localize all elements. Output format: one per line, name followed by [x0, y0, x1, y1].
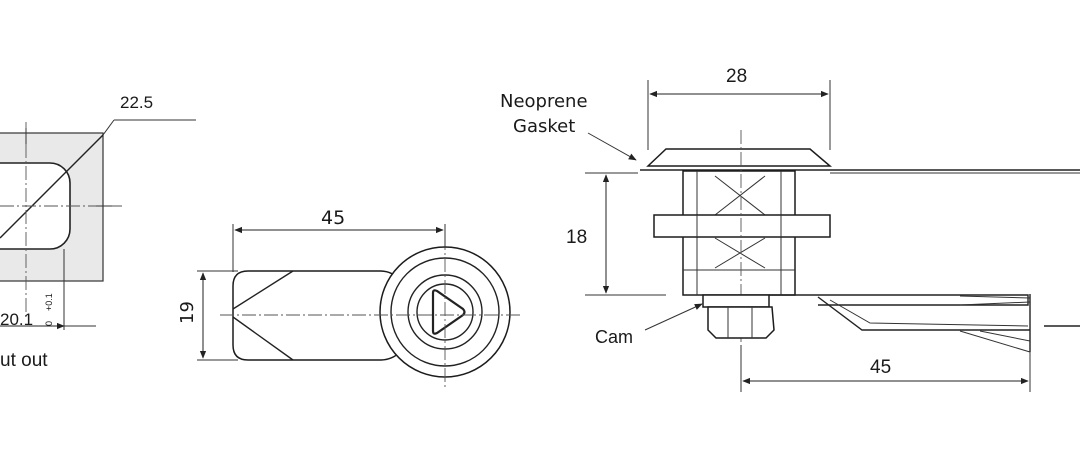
cam-arm-bend	[829, 299, 1029, 327]
cam-arm	[769, 294, 1029, 306]
cam-label: Cam	[595, 327, 633, 347]
cam-arm-lower	[817, 296, 1030, 331]
cutout-dim-diagonal: 22.5	[120, 93, 153, 112]
side-dim-body-height: 18	[566, 227, 587, 248]
cutout-dim-width: 20.1	[0, 310, 33, 329]
cam-dim-length: 45	[321, 207, 345, 229]
side-dim-cam-length: 45	[870, 357, 891, 378]
cam-leader	[644, 303, 703, 331]
gasket-label-line2: Gasket	[513, 116, 575, 137]
cutout-tolerance-bottom: 0	[44, 321, 54, 326]
cam-tip-2	[959, 301, 1031, 306]
cutout-view: 22.5 20.1 +0.1 0 ut out	[0, 93, 196, 371]
gasket-label-line1: Neoprene	[500, 91, 588, 112]
side-dim-top: 28	[726, 66, 747, 87]
lock-nut	[653, 214, 831, 238]
lock-bezel	[646, 148, 833, 167]
cam-bevel-lower	[232, 316, 294, 361]
cam-tip-3	[959, 330, 1031, 353]
cutout-diagonal	[0, 134, 104, 239]
cutout-caption: ut out	[0, 350, 48, 371]
cutout-leader-22-5	[102, 119, 115, 136]
body-thread-2	[714, 175, 766, 216]
triangle-key-icon	[431, 289, 466, 335]
cam-screw-nut	[707, 306, 775, 339]
cam-tip-1	[959, 295, 1031, 299]
cam-body	[232, 270, 401, 361]
cam-washer	[702, 294, 770, 308]
cam-tip-4	[979, 330, 1031, 342]
gasket-leader	[587, 132, 637, 161]
cam-bevel-upper	[232, 270, 294, 310]
cam-dim-height: 19	[177, 301, 198, 324]
cam-front-view: 45 19	[177, 207, 520, 388]
body-thread-4	[714, 237, 766, 269]
cutout-tolerance-top: +0.1	[44, 293, 54, 311]
lock-side-view: 28 Neoprene Gasket	[500, 66, 1080, 392]
